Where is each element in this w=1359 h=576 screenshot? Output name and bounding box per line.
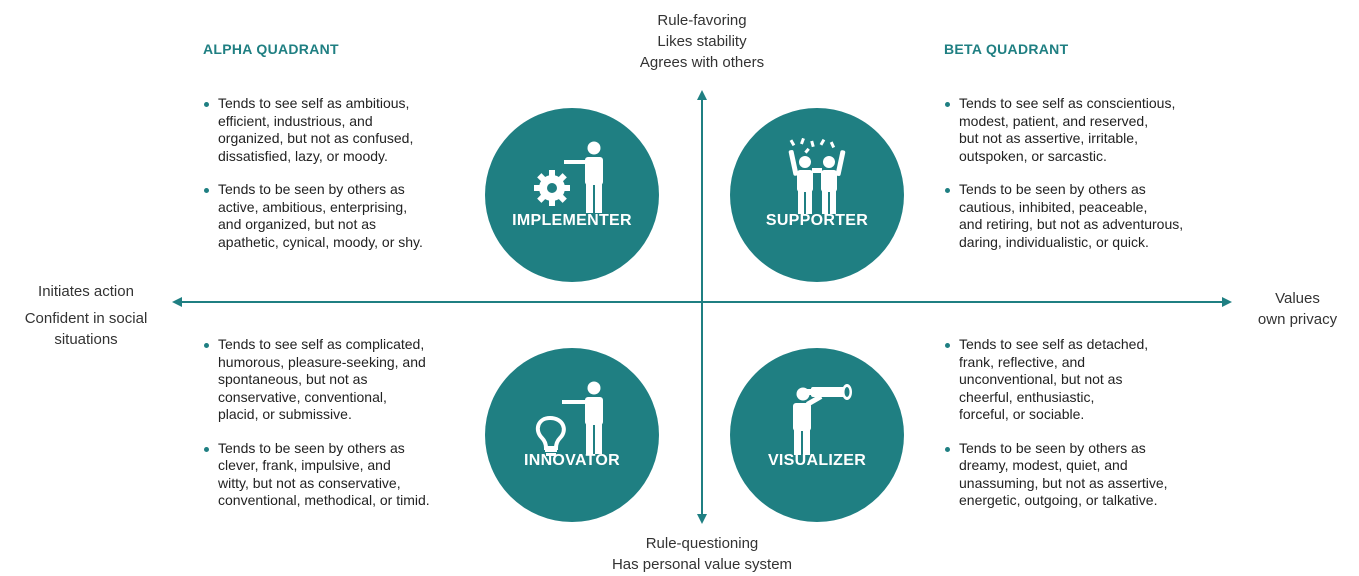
- list-item: Tends to be seen by others as dreamy, mo…: [943, 440, 1243, 510]
- cheering-people-icon: [788, 138, 846, 214]
- list-item: Tends to be seen by others as clever, fr…: [202, 440, 487, 510]
- bottom-right-traits: Tends to see self as detached, frank, re…: [943, 336, 1243, 526]
- innovator-label: INNOVATOR: [523, 452, 621, 469]
- list-item: Tends to see self as detached, frank, re…: [943, 336, 1243, 424]
- gear-presenter-icon: [534, 141, 603, 213]
- lightbulb-presenter-icon: [535, 381, 603, 456]
- innovator-circle: INNOVATOR: [485, 348, 659, 522]
- list-item: Tends to be seen by others as active, am…: [202, 181, 482, 251]
- top-right-traits: Tends to see self as conscientious, mode…: [943, 95, 1253, 267]
- list-item: Tends to see self as conscientious, mode…: [943, 95, 1253, 165]
- top-left-traits: Tends to see self as ambitious, efficien…: [202, 95, 482, 267]
- beta-quadrant-title: BETA QUADRANT: [944, 41, 1069, 57]
- axis-label-bottom: Rule-questioning Has personal value syst…: [611, 535, 793, 573]
- supporter-label: SUPPORTER: [765, 212, 869, 229]
- bottom-left-traits: Tends to see self as complicated, humoro…: [202, 336, 487, 526]
- implementer-label: IMPLEMENTER: [512, 212, 632, 229]
- list-item: Tends to see self as ambitious, efficien…: [202, 95, 482, 165]
- list-item: Tends to be seen by others as cautious, …: [943, 181, 1253, 251]
- visualizer-circle: VISUALIZER: [730, 348, 904, 522]
- telescope-person-icon: [793, 384, 852, 455]
- supporter-circle: SUPPORTER: [730, 108, 904, 282]
- visualizer-label: VISUALIZER: [767, 452, 867, 469]
- axis-label-left: Initiates action Confident in social sit…: [24, 283, 148, 348]
- list-item: Tends to see self as complicated, humoro…: [202, 336, 487, 424]
- axis-label-right: Values own privacy: [1257, 290, 1338, 328]
- axis-label-top: Rule-favoring Likes stability Agrees wit…: [639, 12, 765, 71]
- alpha-quadrant-title: ALPHA QUADRANT: [203, 41, 339, 57]
- implementer-circle: IMPLEMENTER: [485, 108, 659, 282]
